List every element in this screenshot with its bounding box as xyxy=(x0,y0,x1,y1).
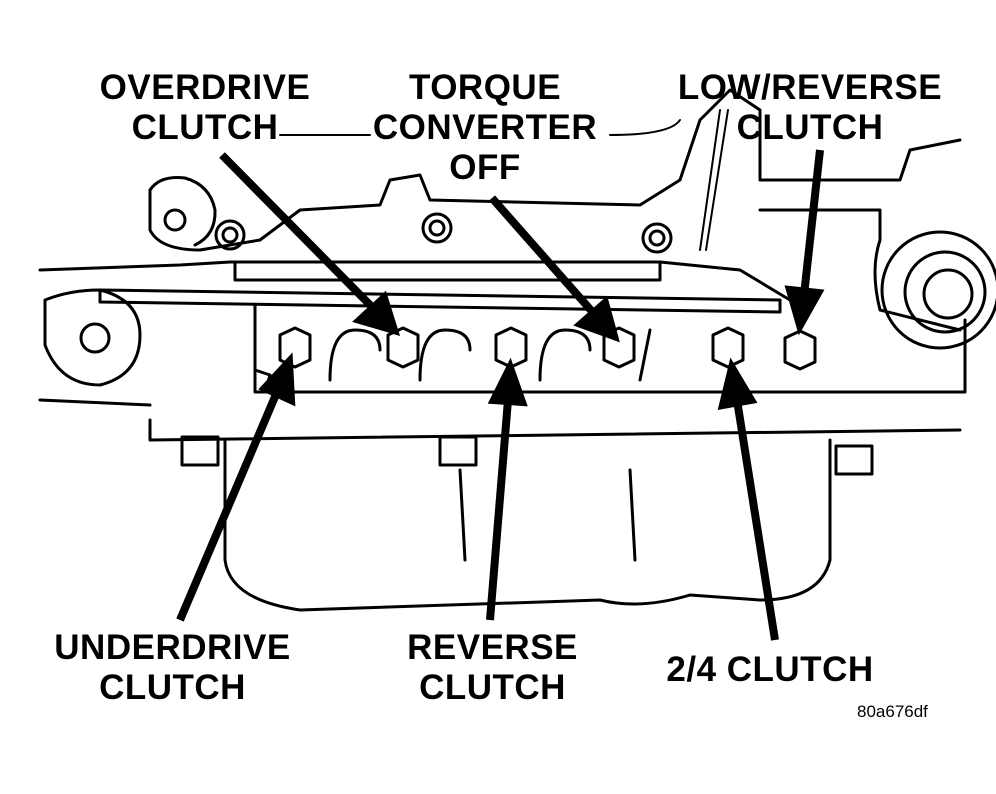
arrow-overdrive xyxy=(219,152,378,313)
valve-body xyxy=(253,303,967,394)
bolt-low-reverse xyxy=(783,329,817,371)
left-cap-hole xyxy=(79,322,111,354)
figure-code: 80a676df xyxy=(857,702,928,721)
upper-left-bracket xyxy=(148,176,217,247)
bolt-torque-converter xyxy=(602,326,636,369)
bolt-2-4 xyxy=(711,326,745,369)
upper-screw xyxy=(641,222,673,254)
plate-front xyxy=(98,288,782,314)
pan-bolt-center xyxy=(438,435,478,467)
bracket-hole xyxy=(163,208,187,232)
label-underdrive-clutch: UNDERDRIVE CLUTCH xyxy=(54,628,291,707)
label-overdrive-clutch: OVERDRIVE CLUTCH xyxy=(99,68,311,147)
right-boss-outer xyxy=(880,230,996,350)
arrow-torque-converter xyxy=(488,195,600,319)
arrow-underdrive xyxy=(176,390,281,622)
label-low-reverse-clutch: LOW/REVERSE CLUTCH xyxy=(677,68,943,147)
pan-bolt-left xyxy=(180,435,220,467)
oil-pan-rail xyxy=(148,418,962,442)
bolt-overdrive xyxy=(386,326,420,369)
bolt-reverse xyxy=(494,326,528,369)
arrow-reverse xyxy=(486,399,512,621)
upper-housing-outline xyxy=(148,88,962,252)
label-2-4-clutch: 2/4 CLUTCH xyxy=(666,650,874,689)
arrow-2-4 xyxy=(733,399,779,641)
oil-pan-body xyxy=(223,438,832,612)
arrow-low-reverse xyxy=(800,149,824,296)
upper-screw xyxy=(214,219,246,251)
pan-bolt-right xyxy=(834,444,874,476)
bolt-underdrive xyxy=(278,326,312,369)
left-end-cap xyxy=(43,288,142,387)
upper-screw xyxy=(421,212,453,244)
bore-scallops xyxy=(328,328,652,382)
label-reverse-clutch: REVERSE CLUTCH xyxy=(407,628,578,707)
right-boss-inner xyxy=(922,268,974,320)
right-boss-mid xyxy=(903,250,987,334)
label-torque-converter-off: TORQUE CONVERTER OFF xyxy=(372,68,598,187)
plate-top xyxy=(38,260,792,302)
right-housing xyxy=(758,208,962,332)
